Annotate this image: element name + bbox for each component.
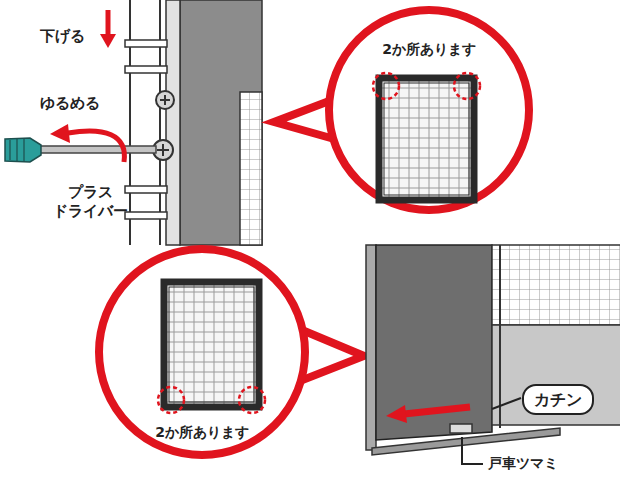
illustration-part <box>194 282 195 407</box>
illustration-part <box>379 168 474 169</box>
illustration-part <box>50 124 70 143</box>
illustration-part <box>234 282 235 407</box>
illustration-part <box>239 387 265 413</box>
illustration-part <box>125 212 167 219</box>
illustration-part <box>499 245 501 428</box>
illustration-part <box>214 282 215 407</box>
illustration-part <box>169 287 254 402</box>
illustration-part <box>184 282 185 407</box>
illustration-part <box>156 91 174 109</box>
illustration-part <box>180 0 262 245</box>
callout-bubble: 2か所あります <box>94 244 310 460</box>
illustration-part <box>164 292 259 293</box>
illustration-part <box>454 73 480 99</box>
illustration-part <box>106 10 111 36</box>
illustration-part <box>379 138 474 139</box>
illustration-part <box>204 282 205 407</box>
illustration-part <box>389 78 390 200</box>
illustration-part <box>164 302 259 303</box>
illustration-part <box>373 73 399 99</box>
illustration-part <box>419 78 420 200</box>
illustration-part <box>129 0 131 245</box>
illustration-part <box>164 282 259 407</box>
illustration-part <box>409 78 410 200</box>
illustration-part <box>164 332 259 333</box>
illustration-part <box>166 0 180 245</box>
illustration-part <box>160 95 170 105</box>
callout-note: 2か所あります <box>94 424 310 442</box>
screen-window <box>164 282 259 407</box>
illustration-part <box>386 405 407 423</box>
illustration-part <box>5 138 41 162</box>
sound-text: カチン <box>534 390 582 409</box>
illustration-part <box>125 66 167 73</box>
illustration-part <box>240 92 262 245</box>
illustration-part <box>164 372 259 373</box>
illustration-part <box>379 98 474 99</box>
illustration-part <box>158 387 184 413</box>
illustration-part <box>329 10 529 210</box>
sound-bubble: カチン <box>522 384 594 415</box>
illustration-part <box>379 188 474 189</box>
illustration-part <box>404 407 470 414</box>
illustration-part <box>376 245 492 440</box>
illustration-part <box>164 282 259 407</box>
illustration-part <box>224 282 225 407</box>
illustration-part <box>439 78 440 200</box>
illustration-part <box>379 108 474 109</box>
illustration-part <box>379 128 474 129</box>
door-bottom <box>366 245 620 464</box>
illustration-part <box>164 342 259 343</box>
illustration-part <box>379 148 474 149</box>
illustration-part <box>450 424 472 433</box>
illustration-part <box>492 325 620 425</box>
illustration-part <box>429 78 430 200</box>
illustration-part <box>164 312 259 313</box>
callout-note: 2か所あります <box>324 41 534 59</box>
door-stile <box>125 0 262 245</box>
illustration-part <box>100 34 116 48</box>
callout-bubble: 2か所あります <box>324 5 534 215</box>
screwdriver <box>5 138 156 162</box>
illustration-part <box>399 78 400 200</box>
illustration-part <box>164 382 259 383</box>
illustration-part <box>366 245 376 450</box>
instruction-label: 下げる <box>40 27 85 46</box>
illustration-part <box>244 282 245 407</box>
illustration-part <box>10 139 24 161</box>
illustration-part <box>384 83 469 195</box>
illustration-part <box>159 0 161 245</box>
illustration-part <box>38 146 156 153</box>
illustration-part <box>164 352 259 353</box>
illustration-part <box>379 178 474 179</box>
illustration-part <box>379 88 474 89</box>
illustration-part <box>157 144 169 156</box>
part-name: 戸車ツマミ <box>488 455 558 473</box>
illustration-part <box>449 78 450 200</box>
illustration-part <box>462 437 483 464</box>
illustration-part <box>379 158 474 159</box>
bubble-outline <box>324 5 534 215</box>
illustration-part <box>164 322 259 323</box>
illustration-part <box>164 362 259 363</box>
illustration-part <box>125 186 167 193</box>
illustration-part <box>68 131 124 162</box>
illustration-part <box>125 40 167 47</box>
illustration-part <box>379 118 474 119</box>
illustration-part <box>492 398 521 409</box>
instruction-label: ゆるめる <box>40 94 100 113</box>
instruction-label: プラス ドライバー <box>48 183 132 221</box>
illustration-part <box>164 392 259 393</box>
illustration-part <box>492 245 620 325</box>
